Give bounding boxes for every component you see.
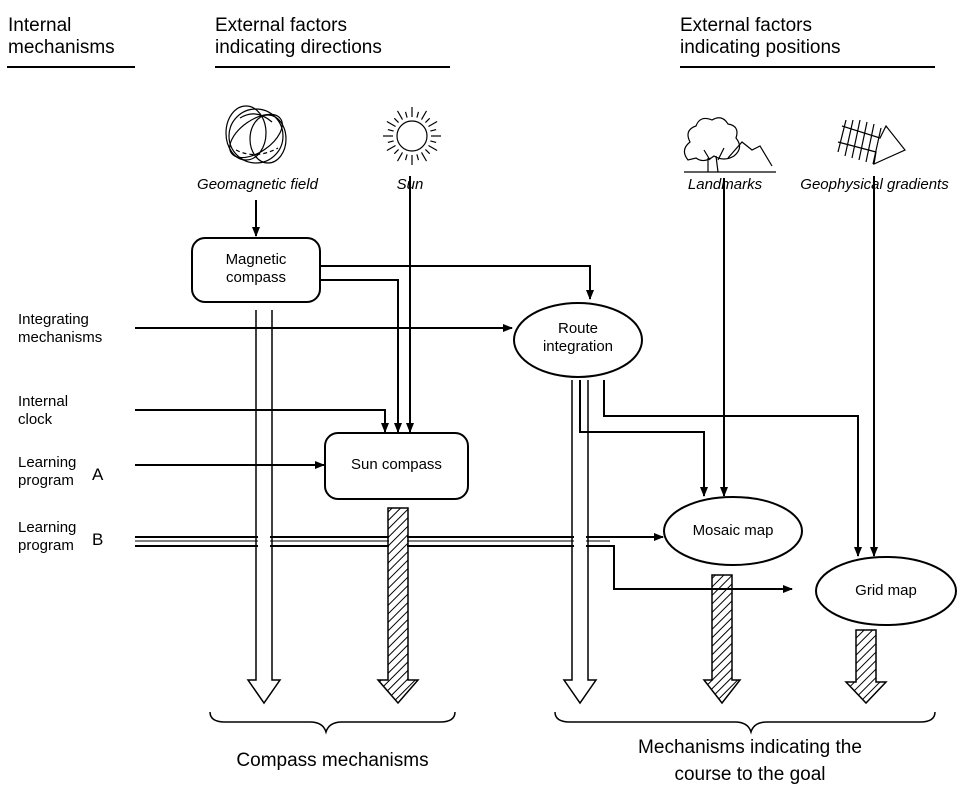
- edge-clock-to-sun-compass: [135, 409, 389, 433]
- magnetic-compass-node: [191, 237, 321, 303]
- label-learning-a-letter: A: [92, 465, 104, 484]
- edge-learning-b: [135, 533, 793, 593]
- edge-route-to-mosaic: [579, 380, 708, 497]
- edge-magnetic-to-sun-compass: [321, 279, 402, 433]
- sun-icon: [383, 107, 441, 165]
- label-geophysical-gradients: Geophysical gradients: [800, 176, 949, 193]
- label-sun: Sun: [396, 176, 424, 193]
- brace-course-mechanisms: [554, 711, 936, 735]
- group-compass-mechanisms: Compass mechanisms: [236, 750, 429, 771]
- edge-magnetic-to-route: [321, 265, 594, 300]
- mosaic-map-output-arrow: [702, 574, 742, 705]
- label-geomagnetic-field: Geomagnetic field: [197, 176, 318, 193]
- label-learning-b-letter: B: [92, 530, 104, 549]
- route-integration-node: [513, 302, 643, 378]
- mosaic-map-node: [663, 496, 803, 566]
- compass-output-arrow-open: [246, 310, 282, 705]
- geomagnetic-field-icon: [225, 105, 287, 164]
- mosaic-map-label: Mosaic map: [692, 522, 774, 539]
- edge-route-to-grid: [603, 380, 862, 557]
- grid-map-output-arrow: [844, 629, 888, 705]
- label-landmarks: Landmarks: [687, 176, 763, 193]
- geophysical-gradients-icon: [837, 119, 906, 166]
- brace-compass-mechanisms: [209, 711, 456, 735]
- sun-compass-label: Sun compass: [351, 456, 442, 473]
- grid-map-node: [815, 556, 957, 626]
- landmarks-icon: [683, 117, 776, 173]
- sun-compass-node: [324, 432, 469, 500]
- grid-map-label: Grid map: [855, 582, 917, 599]
